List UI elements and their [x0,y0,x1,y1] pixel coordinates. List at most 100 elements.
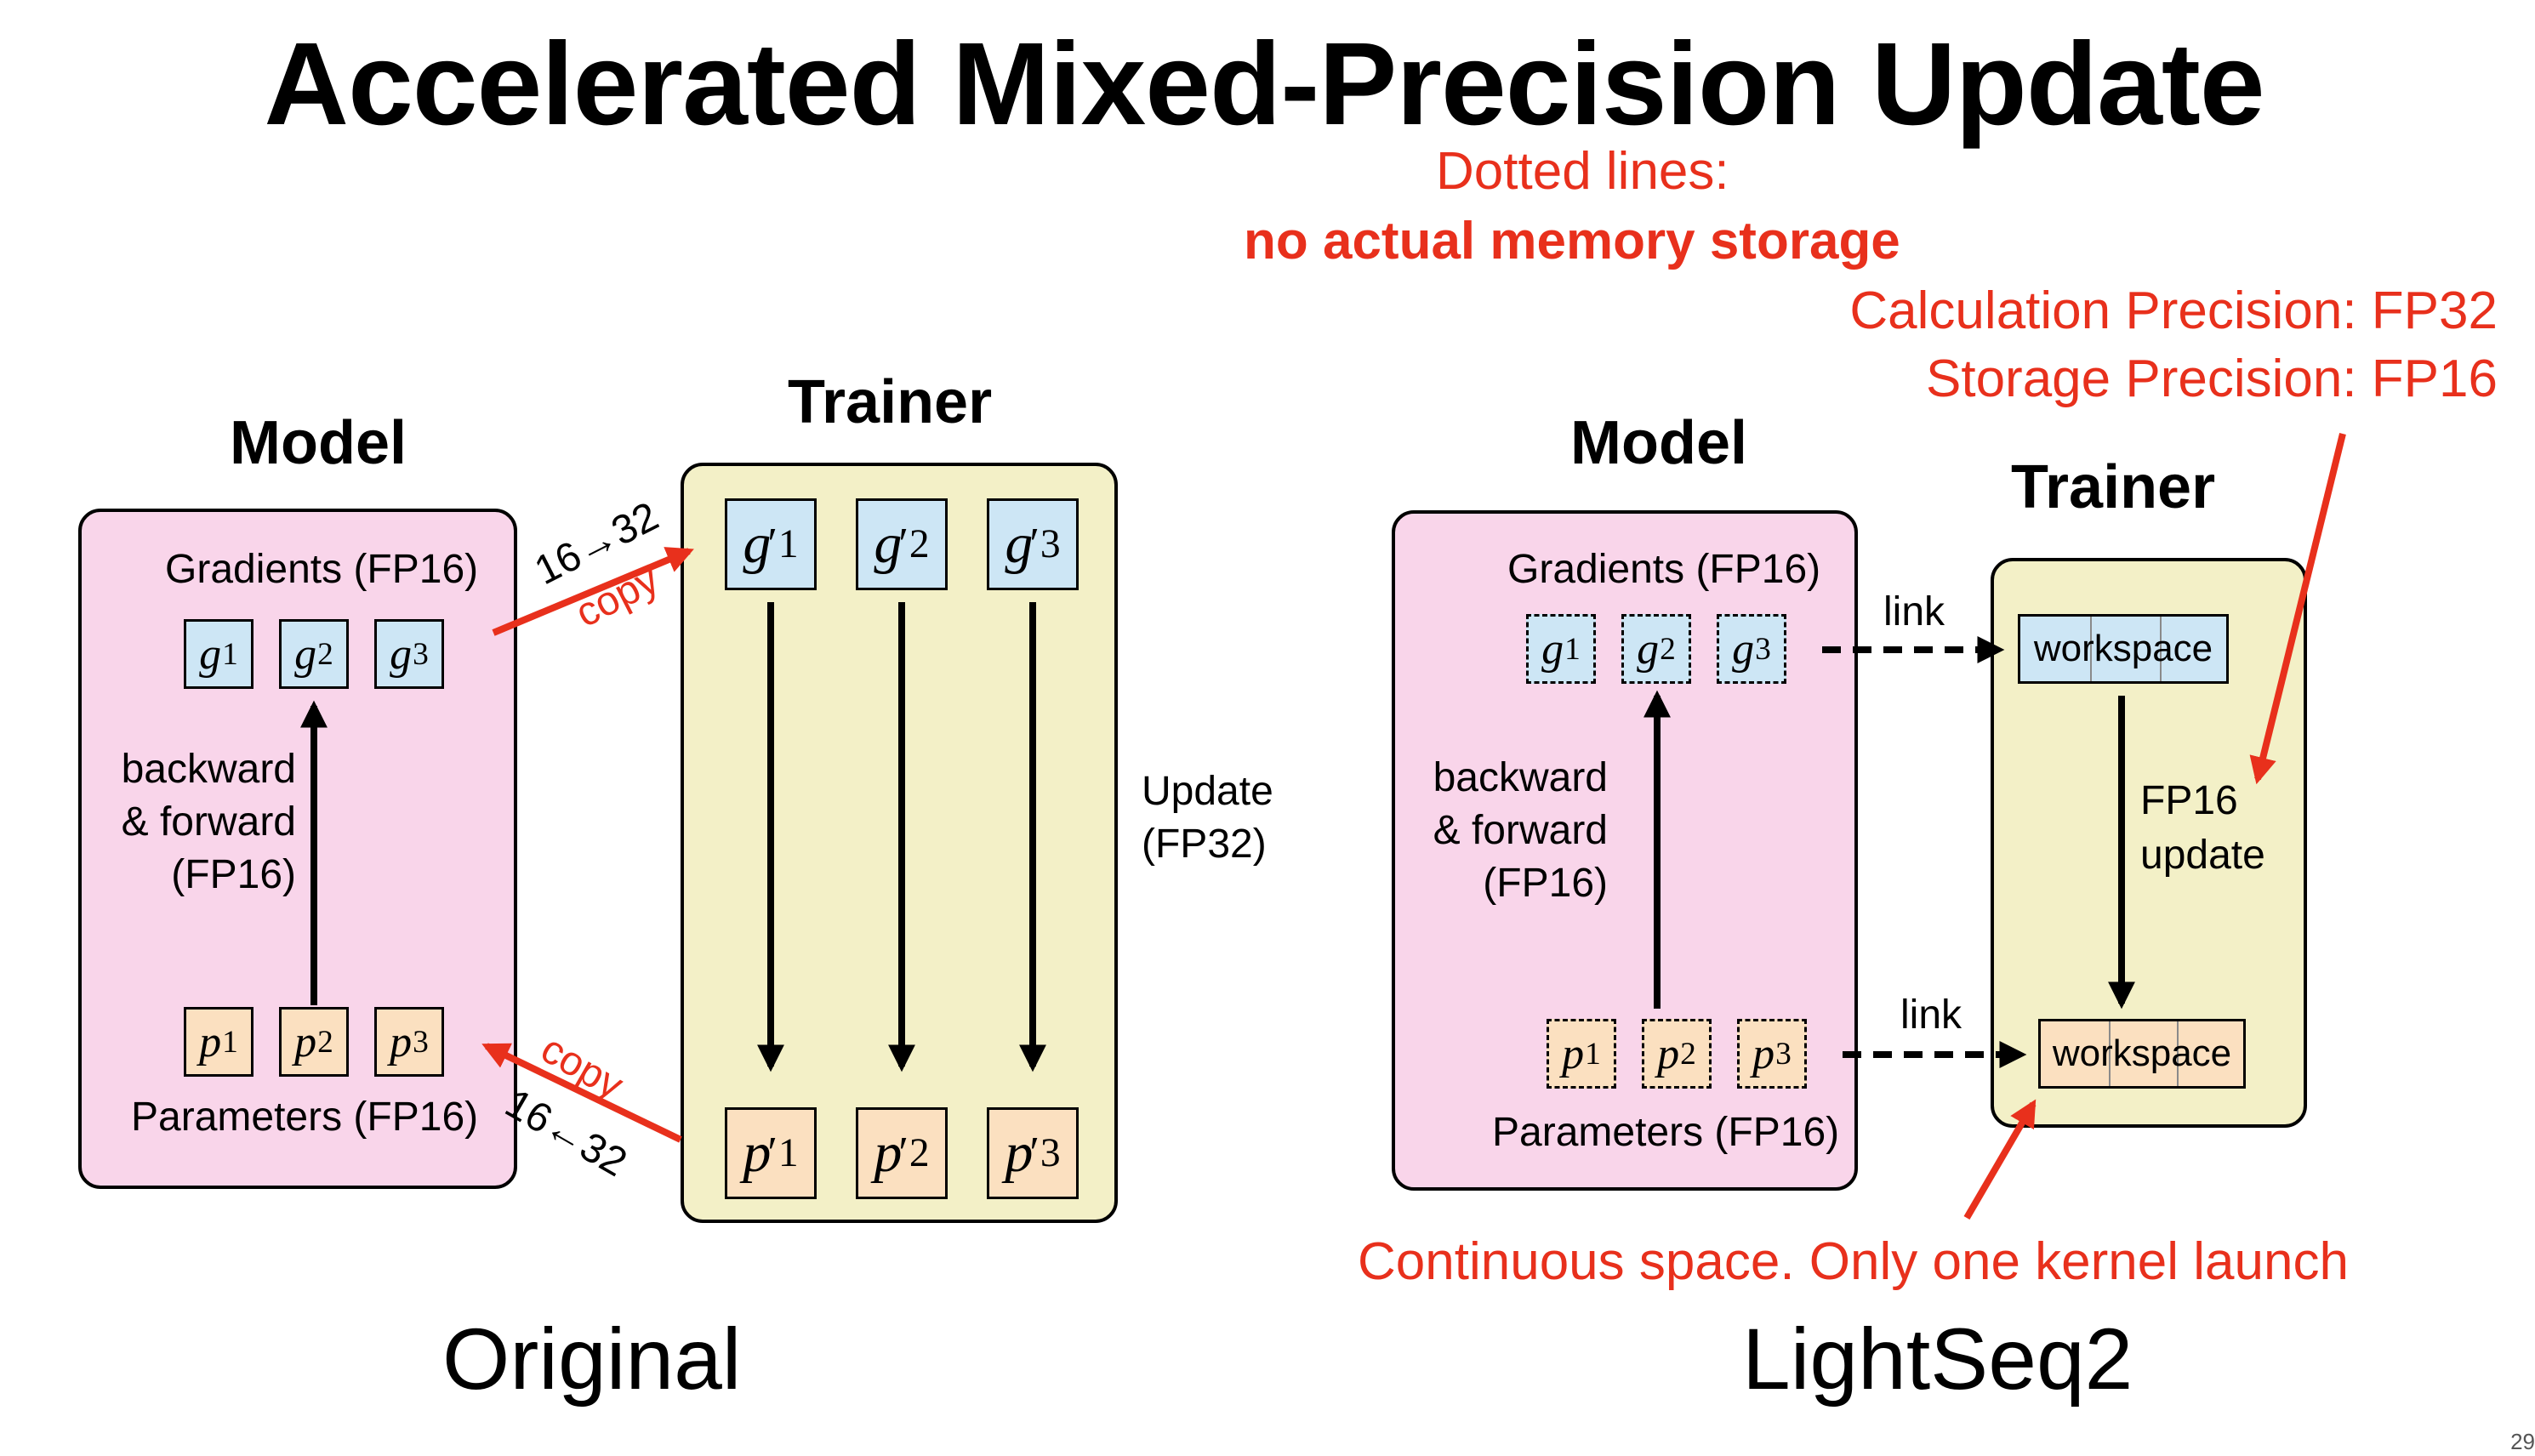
original-trainer-gradient-tile-3: g′3 [987,498,1079,590]
original-trainer-gradient-sub-2: 2 [909,522,930,566]
workspace-divider [2160,617,2162,681]
original-model-gradient-base-2: g [294,629,317,679]
original-copy-top-arrow [492,547,694,636]
lightseq-model-parameter-sub-1: 1 [1585,1036,1601,1072]
original-model-gradient-sub-1: 1 [222,636,238,672]
lightseq-update-line-2: update [2140,833,2265,878]
lightseq-link-top-label: link [1883,589,1945,634]
original-copy-bottom-arrow [481,1043,682,1143]
original-trainer-gradient-tile-1: g′1 [725,498,817,590]
lightseq-model-parameter-sub-3: 3 [1775,1036,1792,1072]
original-model-parameter-sub-3: 3 [413,1024,429,1060]
original-backward-forward-label: backward & forward (FP16) [95,743,296,901]
original-backward-line-2: & forward [121,799,296,845]
slide-title: Accelerated Mixed-Precision Update [264,19,2264,150]
original-trainer-parameter-base-3: p [1005,1122,1034,1184]
original-trainer-gradient-prime-3: ′ [1029,520,1040,569]
original-caption: Original [442,1311,742,1408]
original-model-gradient-base-3: g [390,629,413,679]
lightseq-backward-line-2: & forward [1433,808,1608,853]
original-trainer-heading: Trainer [788,368,993,436]
original-trainer-parameter-base-2: p [874,1122,903,1184]
original-trainer-gradient-sub-3: 3 [1040,522,1061,566]
original-model-parameter-sub-1: 1 [222,1024,238,1060]
dotted-lines-note: Dotted lines: [1436,142,1729,201]
page-number: 29 [2510,1429,2535,1454]
original-trainer-gradient-prime-1: ′ [767,520,778,569]
original-model-parameter-base-2: p [294,1017,317,1066]
original-trainer-parameter-tile-3: p′3 [987,1107,1079,1199]
lightseq-parameter-workspace: workspace [2038,1019,2246,1089]
lightseq-caption: LightSeq2 [1742,1311,2133,1408]
original-model-heading: Model [230,409,407,477]
lightseq-model-parameter-base-2: p [1657,1029,1680,1078]
original-trainer-gradient-base-1: g [743,513,772,575]
lightseq-parameter-workspace-label: workspace [2052,1032,2232,1074]
original-trainer-parameter-prime-2: ′ [898,1129,909,1178]
original-trainer-parameter-base-1: p [743,1122,772,1184]
original-trainer-gradient-base-2: g [874,513,903,575]
lightseq-model-gradient-base-1: g [1541,624,1564,674]
original-trainer-parameter-sub-2: 2 [909,1131,930,1175]
original-update-line-1: Update [1142,769,1273,814]
lightseq-gradient-workspace: workspace [2018,614,2229,684]
original-model-parameter-sub-2: 2 [317,1024,333,1060]
original-model-parameter-base-1: p [199,1017,222,1066]
lightseq-model-gradient-sub-2: 2 [1660,631,1676,667]
lightseq-trainer-heading: Trainer [2011,453,2216,521]
original-trainer-gradient-prime-2: ′ [898,520,909,569]
continuous-space-note: Continuous space. Only one kernel launch [1358,1232,2349,1291]
lightseq-link-bottom-label: link [1900,992,1962,1038]
original-backward-line-1: backward [121,747,296,792]
original-model-parameter-base-3: p [390,1017,413,1066]
lightseq-model-gradient-sub-3: 3 [1755,631,1771,667]
original-trainer-parameter-sub-1: 1 [778,1131,799,1175]
lightseq-update-line-1: FP16 [2140,778,2238,823]
original-trainer-gradient-tile-2: g′2 [856,498,948,590]
lightseq-update-label: FP16 update [2140,774,2265,883]
lightseq-model-parameter-base-3: p [1752,1029,1775,1078]
workspace-divider [2177,1021,2179,1086]
precision-pointer-arrow [2249,433,2346,785]
lightseq-backward-line-3: (FP16) [1483,861,1608,906]
workspace-divider [2109,1021,2111,1086]
original-trainer-parameter-prime-3: ′ [1029,1129,1040,1178]
calc-precision-note: Calculation Precision: FP32 [1849,282,2498,340]
lightseq-backward-forward-label: backward & forward (FP16) [1405,752,1608,910]
lightseq-parameters-label: Parameters (FP16) [1492,1110,1840,1155]
lightseq-model-gradient-sub-1: 1 [1564,631,1581,667]
lightseq-gradients-label: Gradients (FP16) [1507,547,1821,592]
original-trainer-parameter-tile-2: p′2 [856,1107,948,1199]
storage-precision-note: Storage Precision: FP16 [1925,350,2498,408]
no-storage-note: no actual memory storage [1244,212,1900,270]
lightseq-backward-line-1: backward [1433,755,1608,800]
original-trainer-gradient-sub-1: 1 [778,522,799,566]
original-update-label: Update (FP32) [1142,765,1273,871]
original-gradients-label: Gradients (FP16) [165,547,479,592]
workspace-divider [2090,617,2092,681]
original-update-line-2: (FP32) [1142,822,1267,867]
original-trainer-parameter-prime-1: ′ [767,1129,778,1178]
original-parameters-label: Parameters (FP16) [131,1095,479,1140]
original-model-gradient-sub-3: 3 [413,636,429,672]
original-model-gradient-sub-2: 2 [317,636,333,672]
original-trainer-gradient-base-3: g [1005,513,1034,575]
lightseq-model-gradient-base-3: g [1732,624,1755,674]
lightseq-gradient-workspace-label: workspace [2033,628,2213,669]
lightseq-model-parameter-base-1: p [1562,1029,1585,1078]
lightseq-model-gradient-base-2: g [1637,624,1660,674]
original-model-gradient-base-1: g [199,629,222,679]
